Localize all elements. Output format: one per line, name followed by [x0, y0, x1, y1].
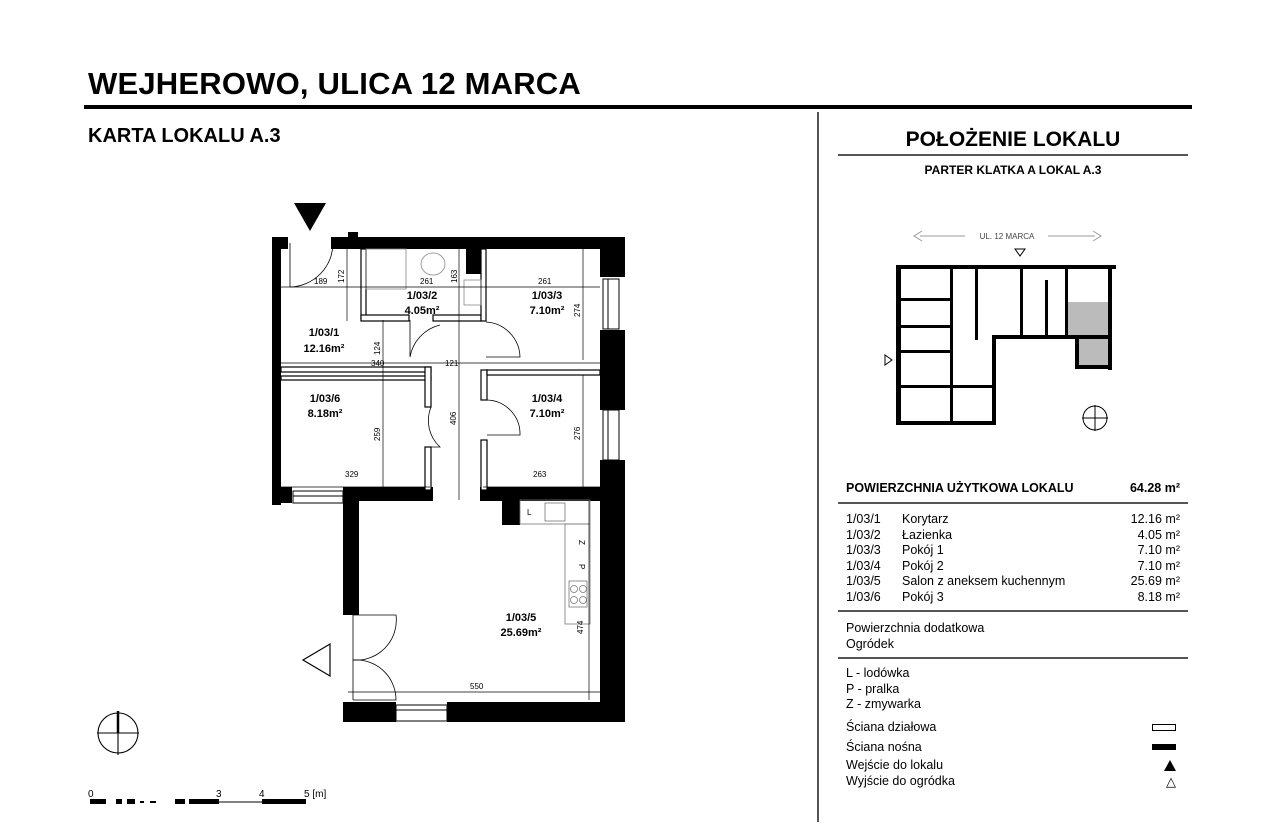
washer-label: P [577, 564, 586, 569]
appliance-legend: L - lodówka P - pralka Z - zmywarka [846, 666, 921, 711]
location-subtitle: PARTER KLATKA A LOKAL A.3 [924, 163, 1102, 177]
doors [289, 242, 521, 701]
unit-card-title: KARTA LOKALU A.3 [88, 125, 281, 147]
room-2-area: 4.05m² [405, 305, 440, 317]
vertical-divider [817, 112, 819, 822]
additional-area: Powierzchnia dodatkowa Ogródek [846, 620, 984, 652]
entrance-arrow-icon [294, 203, 326, 231]
entrance-triangle-icon [1164, 759, 1176, 771]
svg-text:163: 163 [450, 269, 459, 283]
room-1-area: 12.16m² [304, 343, 345, 355]
svg-text:261: 261 [538, 277, 552, 286]
scale-bar: 0 3 4 5 [m] [88, 789, 326, 804]
location-rule [838, 154, 1188, 156]
svg-text:261: 261 [420, 277, 434, 286]
title-rule [84, 105, 1192, 109]
usable-area-total: 64.28 m² [1129, 481, 1180, 495]
room-6-id: 1/03/6 [310, 393, 341, 405]
dishwasher-label: Z [577, 540, 586, 545]
bathroom-fixtures [365, 248, 482, 306]
north-compass-icon [97, 711, 139, 755]
windows [292, 278, 620, 722]
location-title: POŁOŻENIE LOKALU [905, 128, 1121, 151]
svg-text:4: 4 [259, 789, 265, 800]
dimension-labels: 189 261 261 340 121 329 263 550 172 163 … [314, 269, 585, 691]
svg-text:276: 276 [573, 426, 582, 440]
svg-text:340: 340 [371, 359, 385, 368]
svg-text:172: 172 [337, 269, 346, 283]
room-5-area: 25.69m² [501, 627, 542, 639]
svg-text:259: 259 [373, 427, 382, 441]
room-6-area: 8.18m² [308, 408, 343, 420]
table-rule [838, 502, 1188, 504]
fridge-label: L [527, 508, 532, 517]
svg-text:263: 263 [533, 470, 547, 479]
dimension-lines [281, 249, 600, 700]
svg-text:550: 550 [470, 682, 484, 691]
svg-text:274: 274 [573, 303, 582, 317]
room-labels: 1/03/1 12.16m² 1/03/2 4.05m² 1/03/3 7.10… [304, 290, 565, 639]
highlighted-unit [1067, 302, 1112, 337]
floor-plan: L Z P 189 261 261 340 121 329 263 550 17… [88, 203, 625, 804]
room-4-id: 1/03/4 [532, 393, 563, 405]
room-1-id: 1/03/1 [309, 327, 340, 339]
room-3-area: 7.10m² [530, 305, 565, 317]
partition-walls [280, 248, 601, 491]
svg-text:5 [m]: 5 [m] [304, 789, 326, 800]
table-rule [838, 610, 1188, 612]
page-title: WEJHEROWO, ULICA 12 MARCA [88, 66, 581, 101]
svg-text:3: 3 [216, 789, 222, 800]
room-5-id: 1/03/5 [506, 612, 537, 624]
svg-text:474: 474 [576, 620, 585, 634]
svg-text:189: 189 [314, 277, 328, 286]
room-2-id: 1/03/2 [407, 290, 438, 302]
kitchen-fixtures [519, 499, 591, 625]
exit-triangle-icon: △ [1166, 773, 1176, 789]
additional-area-item: Ogródek [846, 637, 894, 651]
svg-text:0: 0 [88, 789, 94, 800]
garden-exit-arrow-icon [301, 642, 331, 678]
room-3-id: 1/03/3 [532, 290, 563, 302]
partition-wall-swatch [1152, 723, 1176, 731]
load-wall-swatch [1152, 744, 1176, 750]
svg-text:121: 121 [445, 359, 459, 368]
svg-text:329: 329 [345, 470, 359, 479]
usable-area-heading: POWIERZCHNIA UŻYTKOWA LOKALU [846, 481, 1074, 495]
room-4-area: 7.10m² [530, 408, 565, 420]
svg-text:124: 124 [373, 341, 382, 355]
building-key-plan: UL. 12 MARCA [884, 230, 1116, 431]
street-label: UL. 12 MARCA [980, 232, 1035, 241]
table-rule [838, 657, 1188, 659]
additional-area-heading: Powierzchnia dodatkowa [846, 621, 985, 635]
load-bearing-walls [272, 232, 625, 722]
svg-text:406: 406 [449, 411, 458, 425]
symbol-legend: Ściana działowa Ściana nośna Wejście do … [846, 720, 1176, 789]
